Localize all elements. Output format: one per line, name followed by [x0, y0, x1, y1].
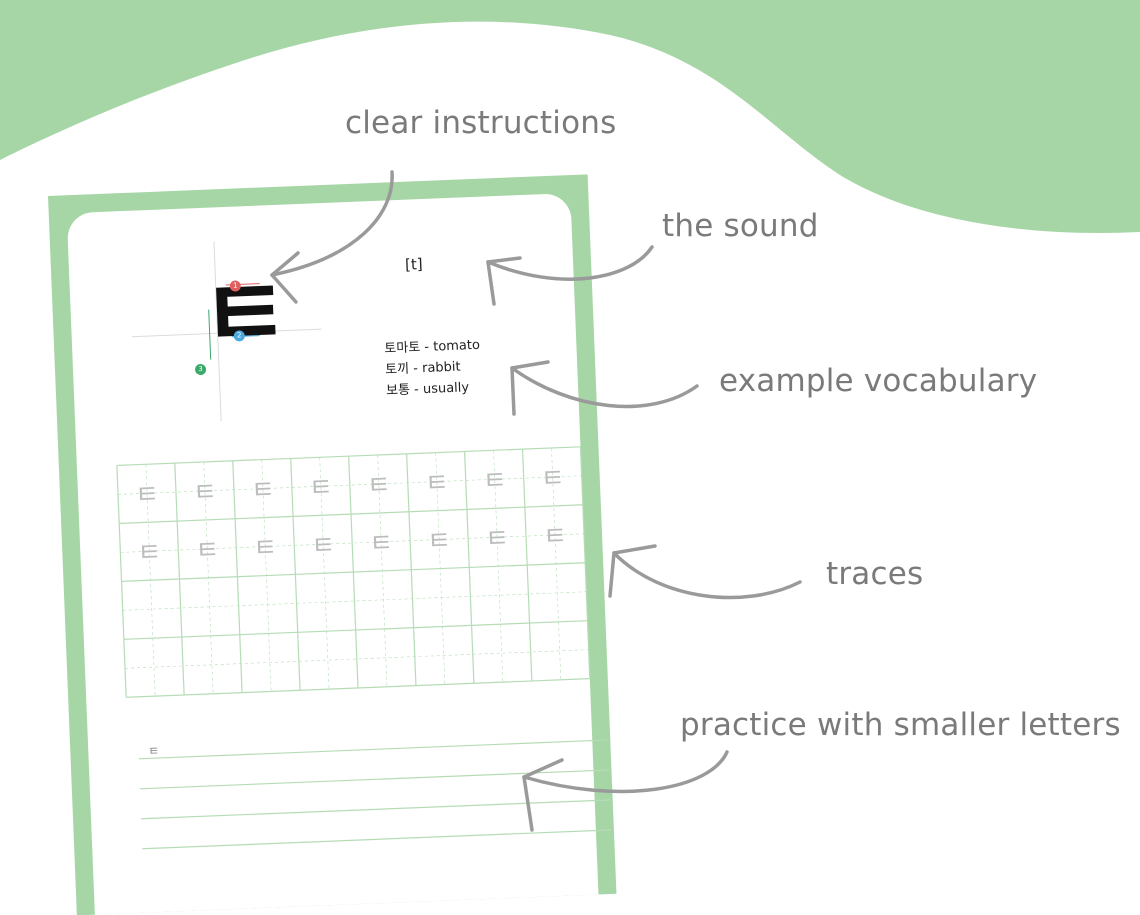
worksheet: ㅌ 1 2 3 [t] 토마토 - tomato 토끼 - rabbit 보통 …	[48, 174, 617, 915]
trace-letter: ㅌ	[540, 464, 565, 495]
main-letter: ㅌ	[198, 256, 292, 372]
trace-letter: ㅌ	[427, 526, 452, 557]
annotation-traces: traces	[826, 556, 924, 592]
annotation-example-vocabulary: example vocabulary	[719, 363, 1038, 399]
annotation-the-sound: the sound	[662, 208, 819, 244]
trace-letter: ㅌ	[485, 524, 510, 555]
trace-letter: ㅌ	[424, 468, 449, 499]
worksheet-paper: ㅌ 1 2 3 [t] 토마토 - tomato 토끼 - rabbit 보통 …	[66, 193, 612, 915]
annotation-practice-smaller-letters: practice with smaller letters	[680, 707, 1121, 743]
trace-letter: ㅌ	[195, 535, 220, 566]
annotation-clear-instructions: clear instructions	[345, 105, 617, 141]
trace-letter: ㅌ	[369, 528, 394, 559]
guide-crosshair	[131, 241, 322, 422]
practice-lines	[138, 739, 612, 850]
vocab-item: 토마토 - tomato	[384, 337, 481, 357]
trace-letter: ㅌ	[543, 521, 568, 552]
trace-letter: ㅌ	[250, 475, 275, 506]
trace-letter: ㅌ	[311, 531, 336, 562]
trace-letter: ㅌ	[253, 533, 278, 564]
background-wave	[0, 0, 1140, 233]
vocabulary-list: 토마토 - tomato 토끼 - rabbit 보통 - usually	[384, 335, 482, 402]
vocab-item: 보통 - usually	[385, 380, 470, 399]
trace-letter: ㅌ	[192, 477, 217, 508]
trace-letter: ㅌ	[308, 473, 333, 504]
sound-label: [t]	[404, 255, 423, 274]
trace-letter: ㅌ	[482, 466, 507, 497]
trace-letter: ㅌ	[366, 470, 391, 501]
trace-letter: ㅌ	[135, 480, 160, 511]
trace-letter: ㅌ	[137, 538, 162, 569]
